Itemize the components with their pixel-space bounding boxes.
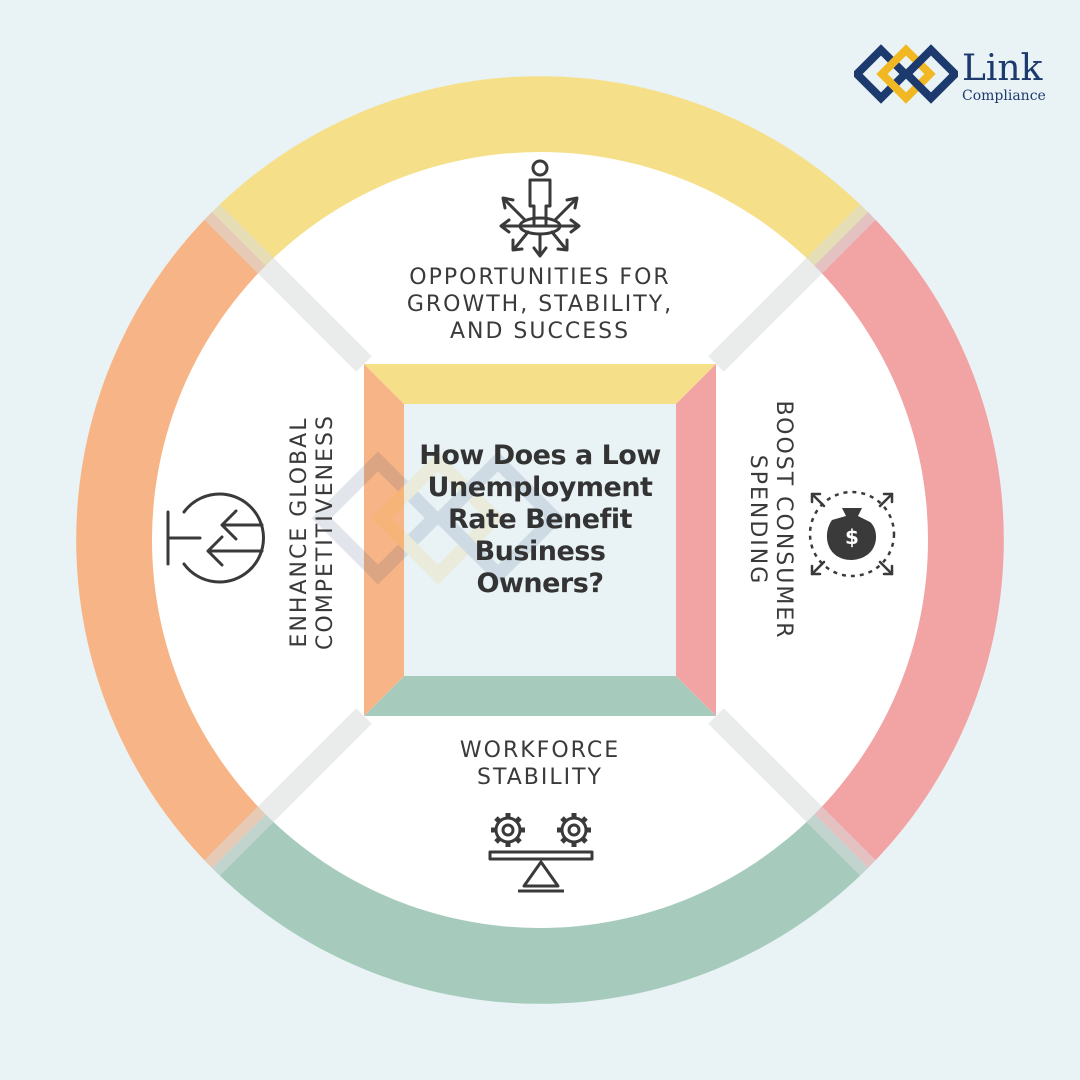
brand-logo-text: Link Compliance (962, 48, 1046, 105)
gears-balance-icon (488, 813, 594, 893)
center-square (404, 404, 676, 676)
money-bag-icon: $ (808, 490, 896, 578)
frame-right (676, 364, 716, 716)
link-logo-mark (854, 44, 958, 104)
label-bottom: WORKFORCE STABILITY (459, 738, 621, 790)
label-left: ENHANCE GLOBAL COMPETITIVENESS (287, 414, 338, 650)
brand-tagline: Compliance (962, 88, 1046, 104)
page-title: How Does a Low Unemployment Rate Benefit… (419, 440, 661, 599)
label-top: OPPORTUNITIES FOR GROWTH, STABILITY, AND… (406, 265, 674, 344)
diagonal-separators (204, 204, 876, 876)
ring-segment-bottom (212, 814, 868, 1004)
frame-bottom (364, 676, 716, 716)
watermark-logo (311, 451, 565, 585)
ring-segment-right (814, 212, 1004, 868)
brand-name: Link (962, 48, 1043, 89)
label-right: BOOST CONSUMER SPENDING (745, 400, 796, 640)
globe-arrows-icon (166, 492, 265, 584)
frame-top (364, 364, 716, 404)
frame-left (364, 364, 404, 716)
svg-text:$: $ (845, 525, 859, 549)
ring-segment-left (76, 212, 267, 868)
person-with-arrows-icon (499, 159, 581, 258)
ring-segment-top (212, 76, 868, 266)
